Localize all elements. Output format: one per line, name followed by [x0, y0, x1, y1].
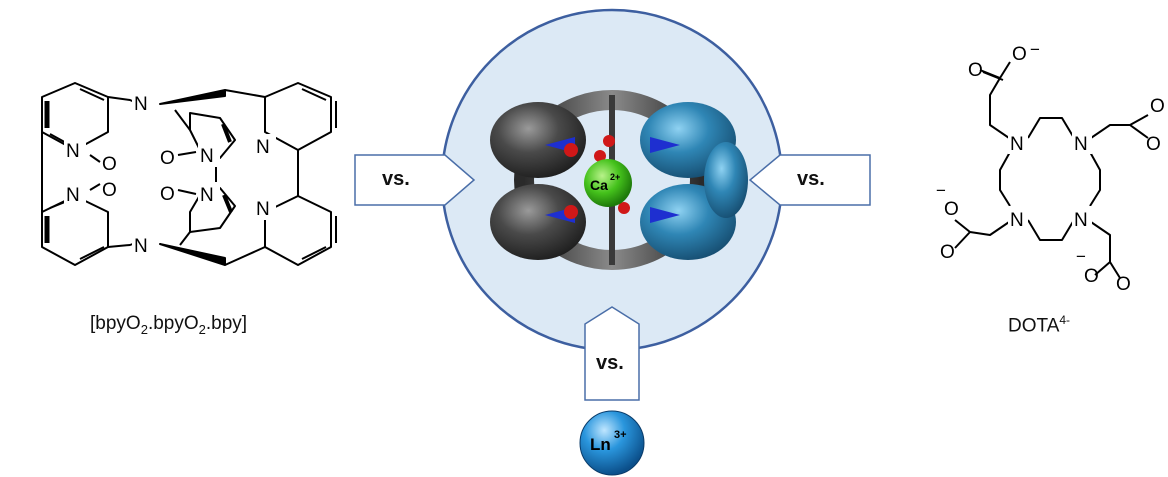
dota-caption: DOTA4-: [1008, 313, 1071, 337]
lanthanide-ion: Ln 3+: [579, 410, 645, 476]
vs-label-right: vs.: [797, 168, 825, 190]
atom-n: N: [66, 141, 80, 162]
atom-n: N: [1074, 210, 1088, 231]
atom-n: N: [256, 199, 270, 220]
vs-arrow-left: [354, 154, 476, 206]
charge-minus: −: [1076, 247, 1086, 266]
atom-n: N: [200, 146, 214, 167]
atom-o: O: [1116, 274, 1131, 295]
vs-arrow-right: [748, 154, 871, 206]
vs-label-left: vs.: [382, 168, 410, 190]
atom-n: N: [66, 185, 80, 206]
cryptand-atoms: N N N N O O O O N N N N: [64, 90, 276, 257]
atom-o: O: [1146, 134, 1161, 155]
atom-n: N: [134, 236, 148, 257]
atom-n: N: [256, 137, 270, 158]
atom-o: O: [102, 180, 117, 201]
dota-structure: [954, 61, 1149, 279]
atom-o: O: [160, 184, 175, 205]
atom-o: O: [102, 154, 117, 175]
charge-minus: −: [1030, 40, 1040, 59]
lanthanide-label: Ln: [590, 435, 611, 454]
atom-o: O: [1150, 96, 1165, 117]
atom-o: O: [160, 148, 175, 169]
calcium-label: Ca: [590, 177, 608, 193]
atom-n: N: [200, 185, 214, 206]
atom-n: N: [1010, 134, 1024, 155]
atom-n: N: [1010, 210, 1024, 231]
atom-o: O: [944, 199, 959, 220]
vs-arrow-bottom: [584, 306, 640, 401]
pyridine-ring: [264, 82, 332, 151]
atom-o: O: [968, 60, 983, 81]
cryptand-structure: [41, 82, 337, 266]
calcium-charge: 2+: [610, 172, 620, 182]
cryptand-caption: [bpyO2.bpyO2.bpy]: [90, 313, 248, 337]
atom-o: O: [1012, 44, 1027, 65]
atom-n: N: [134, 94, 148, 115]
lanthanide-charge: 3+: [614, 429, 627, 441]
charge-minus: −: [936, 181, 946, 200]
atom-o: O: [940, 242, 955, 263]
atom-o: O: [1084, 266, 1099, 287]
atom-n: N: [1074, 134, 1088, 155]
calcium-ion: [584, 159, 632, 207]
vs-label-bottom: vs.: [596, 352, 624, 374]
dota-atoms: N N N N O O − O O O − O O − O: [936, 40, 1165, 295]
central-complex: Ca 2+: [440, 8, 784, 352]
